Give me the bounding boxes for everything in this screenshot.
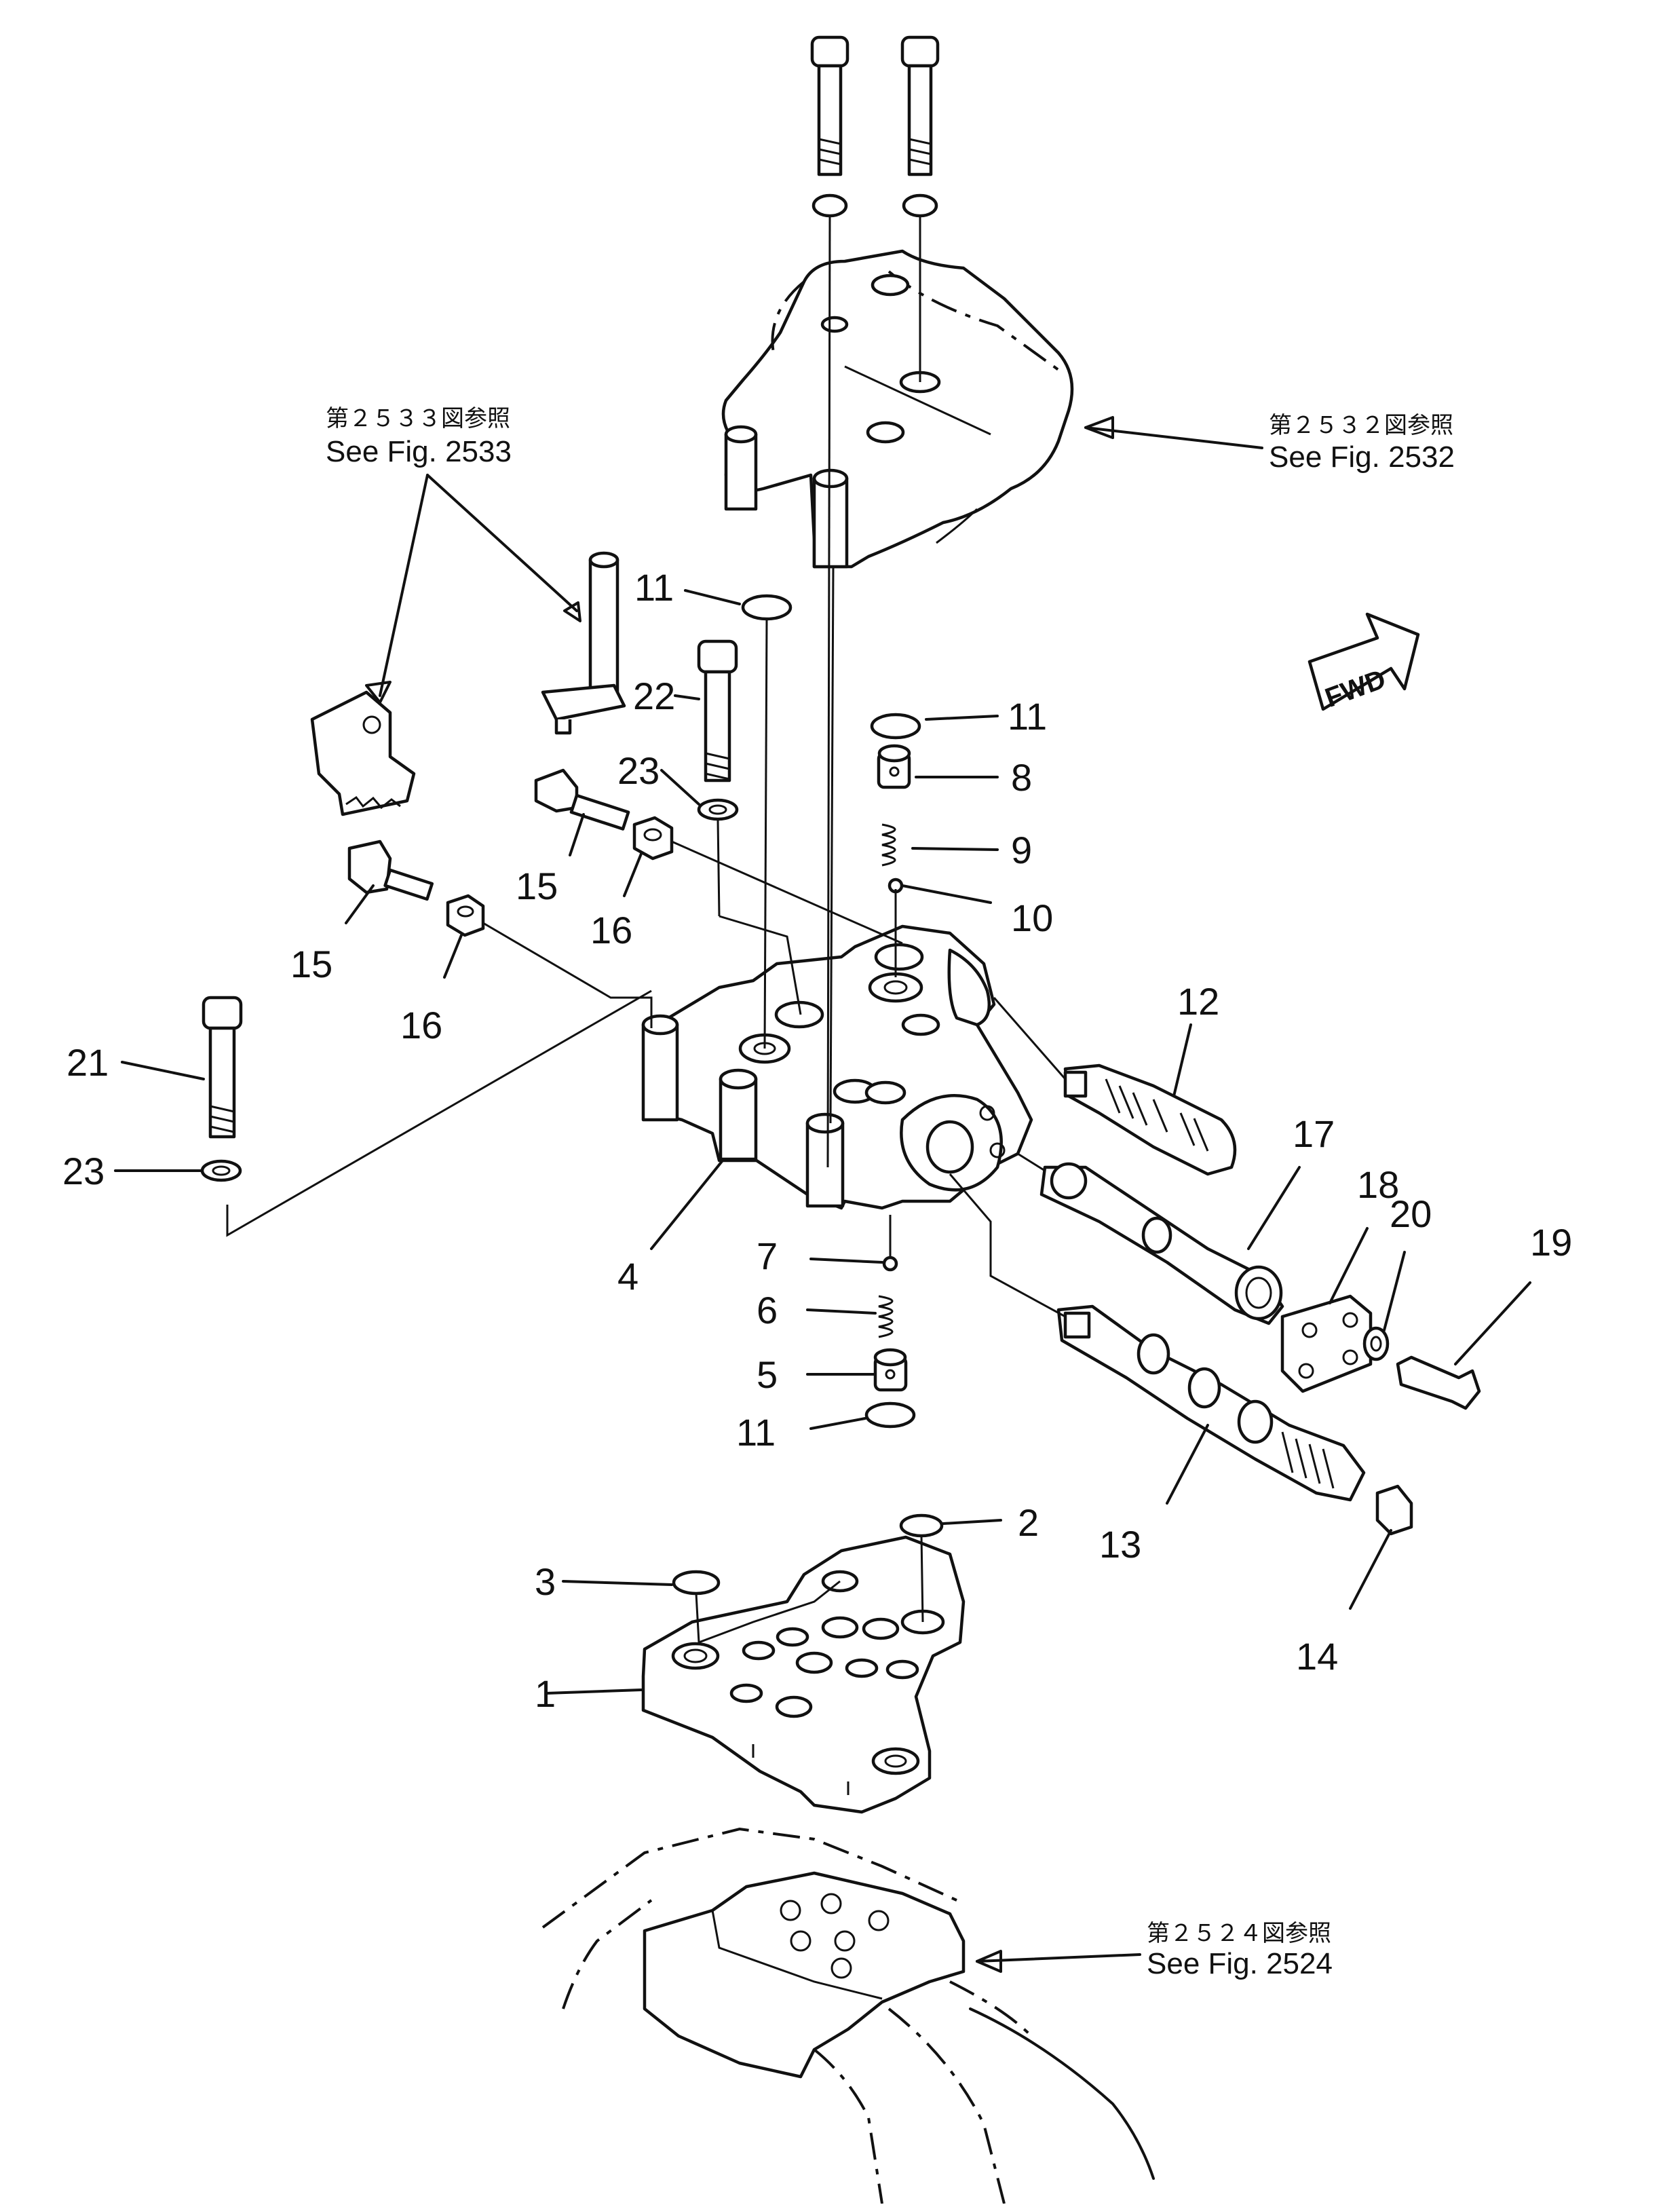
- transmission-case: [541, 1827, 1155, 2204]
- spool-12: [1063, 1063, 1237, 1176]
- cover-plate-18: [1280, 1294, 1373, 1393]
- callout-21: 21: [66, 1041, 109, 1084]
- bolt-19: [1396, 1355, 1481, 1410]
- callout-11: 11: [634, 566, 674, 609]
- top-bolt-right: [900, 35, 940, 218]
- nut-16-upper: [632, 816, 674, 861]
- callout-17: 17: [1293, 1112, 1335, 1155]
- ring-11-bottom: [864, 1401, 916, 1429]
- nut-16-lower: [446, 894, 485, 937]
- callout-13: 13: [1099, 1523, 1141, 1566]
- callout-16: 16: [590, 909, 632, 951]
- plug-14: [1375, 1484, 1413, 1536]
- ref-2533-jp: 第２５３３図参照: [326, 406, 510, 432]
- callout-18: 18: [1357, 1163, 1399, 1206]
- ref-2532: 第２５３２図参照 See Fig. 2532: [1269, 413, 1455, 474]
- callout-19: 19: [1530, 1221, 1572, 1264]
- ref-2532-jp: 第２５３２図参照: [1269, 413, 1453, 438]
- ref-2533-en: See Fig. 2533: [326, 435, 512, 468]
- callout-1: 1: [535, 1672, 556, 1715]
- spool-17: [1039, 1162, 1284, 1325]
- callout-5: 5: [757, 1353, 778, 1396]
- washer-23-top: [697, 798, 739, 821]
- callout-14: 14: [1296, 1635, 1338, 1678]
- spring-9: [881, 823, 896, 867]
- callout-23: 23: [617, 749, 660, 792]
- callout-16: 16: [400, 1004, 442, 1046]
- stopper-15-upper: [534, 768, 630, 831]
- ref-2532-en: See Fig. 2532: [1269, 440, 1455, 474]
- detent-bracket: [310, 690, 416, 816]
- ref-2533: 第２５３３図参照 See Fig. 2533: [326, 406, 512, 468]
- top-bolt-left: [810, 35, 849, 218]
- stopper-15-lower: [347, 840, 434, 901]
- callout-7: 7: [757, 1234, 778, 1277]
- callout-15: 15: [516, 865, 558, 907]
- callout-20: 20: [1390, 1192, 1432, 1235]
- callout-12: 12: [1177, 980, 1219, 1023]
- plug-8: [877, 744, 911, 789]
- plug-5: [873, 1348, 908, 1392]
- assembly-lines: [226, 216, 1067, 1644]
- callout-6: 6: [757, 1289, 778, 1332]
- callout-3: 3: [535, 1560, 556, 1603]
- callout-11: 11: [1008, 695, 1047, 738]
- valve-body: [641, 924, 1033, 1210]
- bolt-22: [697, 639, 738, 782]
- lower-plate: [641, 1535, 966, 1814]
- washer-20: [1362, 1326, 1390, 1361]
- ring-11-top: [741, 594, 793, 621]
- bolt-21: [202, 996, 243, 1139]
- ref-2524-en: See Fig. 2524: [1147, 1947, 1333, 1980]
- callout-23: 23: [62, 1150, 104, 1192]
- fwd-direction-arrow: FWD: [1307, 612, 1420, 713]
- ball-7: [882, 1256, 898, 1272]
- callout-9: 9: [1011, 829, 1032, 871]
- callout-11: 11: [736, 1411, 776, 1454]
- callout-labels: 11 22 23 15 15 16 16 21 23 11 8 9 10 12 …: [62, 566, 1572, 1715]
- callout-15: 15: [290, 943, 332, 985]
- ref-2524-jp: 第２５２４図参照: [1147, 1921, 1331, 1946]
- shift-lever: [541, 551, 626, 735]
- spring-6: [878, 1295, 894, 1338]
- upper-cover-housing: [721, 249, 1074, 569]
- ref-2524: 第２５２４図参照 See Fig. 2524: [1147, 1921, 1333, 1980]
- ring-3: [672, 1570, 721, 1596]
- washer-23-lower: [200, 1159, 242, 1182]
- ring-11-right: [870, 713, 921, 740]
- leader-lines: [114, 589, 1531, 1695]
- callout-4: 4: [617, 1255, 638, 1298]
- callout-8: 8: [1011, 756, 1032, 799]
- ring-2: [899, 1513, 944, 1538]
- callout-10: 10: [1011, 897, 1053, 939]
- callout-22: 22: [633, 675, 675, 717]
- callout-2: 2: [1018, 1501, 1039, 1544]
- spool-13: [1056, 1304, 1366, 1502]
